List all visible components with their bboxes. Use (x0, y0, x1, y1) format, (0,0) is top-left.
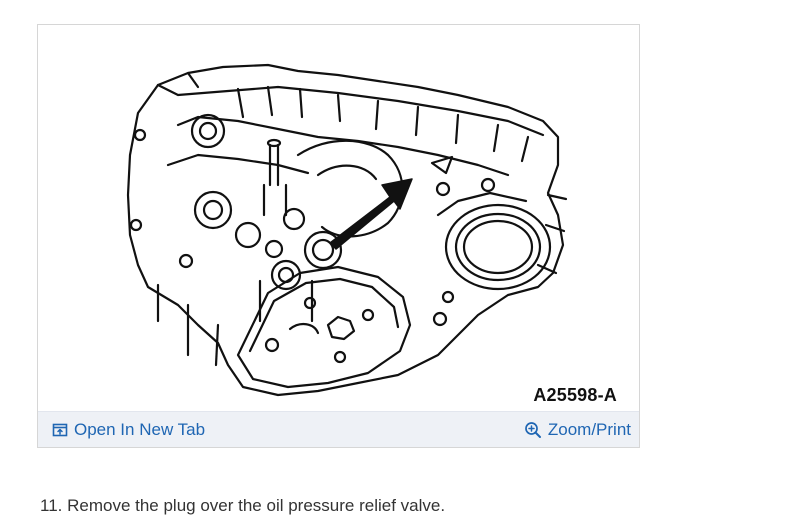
zoom-in-icon (524, 421, 542, 439)
engine-diagram (38, 25, 639, 413)
figure-code: A25598-A (533, 385, 617, 405)
open-in-new-tab-icon (52, 422, 68, 438)
figure-toolbar: Open In New Tab Zoom/Print (38, 411, 639, 447)
zoom-print-link[interactable]: Zoom/Print (524, 420, 631, 440)
engine-cover-illustration (126, 63, 568, 397)
figure-card: A25598-A Open In New Tab Zoom/Print (37, 24, 640, 448)
open-in-new-tab-label: Open In New Tab (74, 419, 206, 439)
zoom-print-label: Zoom/Print (547, 419, 631, 439)
step-instruction: 11. Remove the plug over the oil pressur… (40, 496, 446, 515)
open-in-new-tab-link[interactable]: Open In New Tab (52, 420, 205, 440)
